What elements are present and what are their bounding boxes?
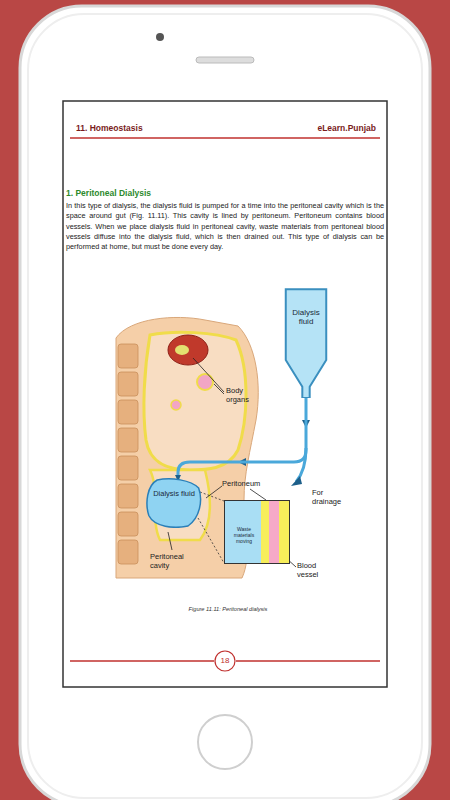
organ [197, 374, 213, 390]
node-text: Waste materials moving [227, 527, 261, 544]
part-label: Peritoneum [222, 479, 260, 488]
leader-line [250, 489, 266, 500]
phone-body [20, 6, 430, 800]
home-button [198, 715, 252, 769]
drainage-arrow [291, 476, 302, 486]
inset-membrane: Waste materials moving [224, 500, 290, 564]
header-chapter: 11. Homeostasis [76, 123, 143, 133]
body-paragraph: In this type of dialysis, the dialysis f… [66, 201, 384, 253]
leader-line [214, 384, 224, 394]
header-rule [70, 137, 380, 139]
part-label: Blood vessel [297, 561, 329, 579]
bag-outline [286, 289, 326, 398]
fluid-bag: Dialysis fluid [283, 286, 329, 398]
vertebra [118, 344, 138, 368]
vertebra [118, 428, 138, 452]
leader-line [206, 486, 222, 498]
part-label: Peritoneal cavity [150, 552, 196, 570]
vertebra [118, 400, 138, 424]
header-brand: eLearn.Punjab [317, 123, 376, 133]
cavity-fluid: Dialysis fluid [146, 478, 202, 528]
figure-caption: Figure 11.11: Peritoneal dialysis [125, 606, 331, 613]
organ [171, 400, 181, 410]
section-heading: 1. Peritoneal Dialysis [66, 188, 151, 198]
fluid-bag-outline [283, 286, 329, 398]
footer-rule [236, 660, 380, 662]
inset-guide [198, 492, 224, 563]
leader-line [168, 532, 172, 550]
vertebra [118, 484, 138, 508]
organ-kidney [168, 335, 208, 365]
leader-line [193, 358, 224, 392]
vertebra [118, 512, 138, 536]
screen [63, 101, 387, 687]
spine [118, 344, 138, 564]
camera-dot [156, 33, 164, 41]
vertebra [118, 456, 138, 480]
part-label: Body organs [226, 386, 262, 404]
vertebra [118, 540, 138, 564]
phone-bezel [28, 14, 422, 798]
dialysis-tube [178, 398, 306, 480]
node-text: Dialysis fluid [150, 490, 198, 499]
speaker-slot [196, 57, 254, 63]
vertebra [118, 372, 138, 396]
part-label: For drainage [312, 488, 346, 506]
footer-rule [70, 660, 214, 662]
page-number: 18 [213, 656, 237, 666]
cavity-fluid-outline [146, 478, 202, 528]
blob-outline [147, 479, 201, 527]
node-text: Dialysis fluid [287, 308, 325, 326]
organ-inner [175, 345, 189, 355]
